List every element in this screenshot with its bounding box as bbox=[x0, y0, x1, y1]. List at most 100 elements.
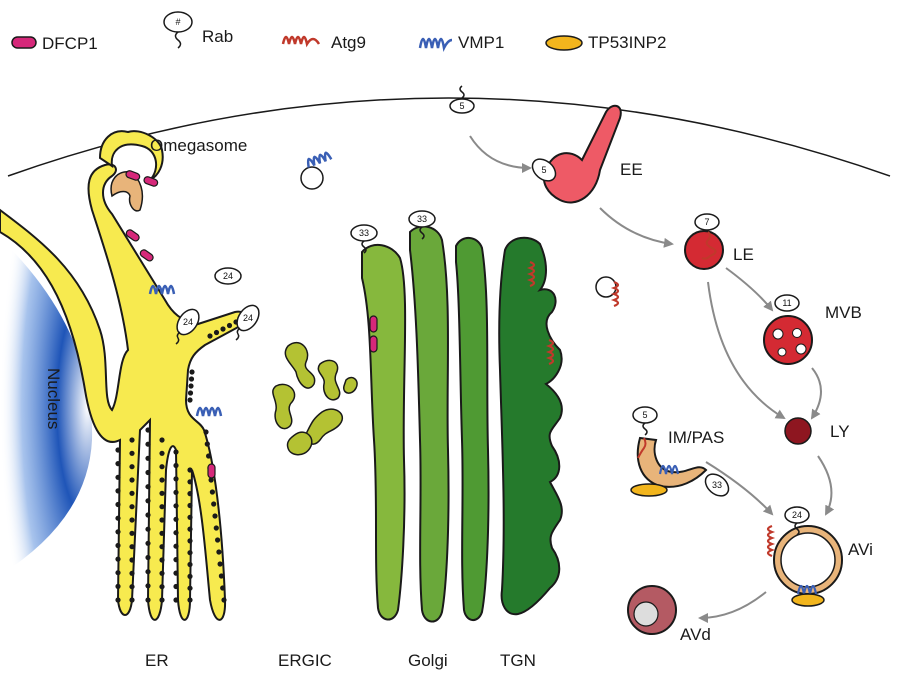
arrow-le-to-mvb bbox=[726, 268, 772, 310]
ribosome-dot bbox=[188, 383, 193, 388]
ribosome-dot bbox=[159, 597, 164, 602]
label-le: LE bbox=[733, 245, 754, 264]
ribosome-dot bbox=[173, 530, 178, 535]
ribosome-dot bbox=[220, 326, 225, 331]
ribosome-dot bbox=[129, 451, 134, 456]
ribosome-dot bbox=[173, 584, 178, 589]
legend-label-atg9: Atg9 bbox=[331, 33, 366, 52]
ribosome-dot bbox=[115, 529, 120, 534]
ribosome-dot bbox=[187, 574, 192, 579]
label-golgi: Golgi bbox=[408, 651, 448, 670]
ribosome-dot bbox=[214, 330, 219, 335]
arrow-pm-to-ee bbox=[470, 136, 530, 168]
label-mvb: MVB bbox=[825, 303, 862, 322]
ribosome-dot bbox=[189, 369, 194, 374]
ribosome-dot bbox=[173, 463, 178, 468]
arrow-ee-to-le bbox=[600, 208, 672, 244]
ly bbox=[785, 418, 811, 444]
rab-icon: # bbox=[164, 12, 192, 48]
ribosome-dot bbox=[129, 544, 134, 549]
ribosome-dot bbox=[220, 585, 225, 590]
ribosome-dot bbox=[159, 451, 164, 456]
label-ergic: ERGIC bbox=[278, 651, 332, 670]
le: 7 bbox=[685, 214, 723, 269]
label-tgn: TGN bbox=[500, 651, 536, 670]
ribosome-dot bbox=[187, 479, 192, 484]
ribosome-dot bbox=[159, 544, 164, 549]
ribosome-dot bbox=[115, 597, 120, 602]
legend: DFCP1 # Rab Atg9 VMP1 TP53INP2 bbox=[12, 12, 666, 53]
rab-ee-number: 5 bbox=[541, 165, 546, 175]
ribosome-dot bbox=[115, 447, 120, 452]
label-im-pas: IM/PAS bbox=[668, 428, 724, 447]
legend-item-atg9: Atg9 bbox=[283, 33, 366, 52]
ribosome-dot bbox=[187, 503, 192, 508]
ribosome-dot bbox=[115, 475, 120, 480]
ribosome-dot bbox=[159, 584, 164, 589]
ribosome-dot bbox=[187, 538, 192, 543]
rab-er-free-number: 24 bbox=[223, 271, 233, 281]
mvb: 11 bbox=[764, 295, 812, 364]
atg9-icon bbox=[283, 37, 319, 44]
ribosome-dot bbox=[145, 442, 150, 447]
ribosome-dot bbox=[173, 449, 178, 454]
arrow-avi-to-avd bbox=[700, 592, 766, 618]
golgi-cisterna-2 bbox=[410, 226, 449, 621]
rab-mvb-number: 11 bbox=[782, 298, 791, 308]
ribosome-dot bbox=[129, 571, 134, 576]
label-avi: AVi bbox=[848, 540, 873, 559]
ribosome-dot bbox=[129, 504, 134, 509]
ribosome-dot bbox=[115, 570, 120, 575]
ribosome-dot bbox=[187, 397, 192, 402]
label-er: ER bbox=[145, 651, 169, 670]
rab-pm: 5 bbox=[450, 86, 474, 113]
legend-label-vmp1: VMP1 bbox=[458, 33, 504, 52]
ribosome-dot bbox=[145, 527, 150, 532]
ribosome-dot bbox=[129, 557, 134, 562]
ribosome-dot bbox=[159, 464, 164, 469]
label-avd: AVd bbox=[680, 625, 711, 644]
ergic bbox=[273, 343, 357, 455]
ribosome-dot bbox=[218, 561, 223, 566]
ribosome-dot bbox=[145, 555, 150, 560]
ribosome-dot bbox=[159, 477, 164, 482]
rab-er-b: 24 bbox=[233, 301, 264, 340]
ribosome-dot bbox=[203, 429, 208, 434]
ribosome-dot bbox=[159, 504, 164, 509]
ribosome-dot bbox=[173, 571, 178, 576]
legend-item-tp53inp2: TP53INP2 bbox=[546, 33, 666, 52]
rab-icon-symbol: # bbox=[175, 17, 180, 27]
ribosome-dot bbox=[215, 537, 220, 542]
legend-item-vmp1: VMP1 bbox=[420, 33, 504, 52]
ribosome-dot bbox=[189, 376, 194, 381]
ribosome-dot bbox=[159, 571, 164, 576]
rab-er-free: 24 bbox=[215, 268, 241, 284]
label-ly: LY bbox=[830, 422, 850, 441]
ribosome-dot bbox=[129, 477, 134, 482]
ribosome-dot bbox=[187, 586, 192, 591]
label-omegasome: Omegasome bbox=[150, 136, 247, 155]
ribosome-dot bbox=[210, 489, 215, 494]
ribosome-dot bbox=[187, 515, 192, 520]
ribosome-dot bbox=[187, 550, 192, 555]
ribosome-dot bbox=[173, 490, 178, 495]
ribosome-dot bbox=[205, 441, 210, 446]
ribosome-dot bbox=[227, 323, 232, 328]
golgi: 33 33 bbox=[351, 211, 489, 622]
rab-golgi-b-number: 33 bbox=[417, 214, 427, 224]
golgi-cisterna-1 bbox=[362, 245, 405, 620]
ee: 5 bbox=[528, 106, 621, 203]
dfcp1-marker-golgi-b bbox=[370, 336, 377, 352]
rab-er-a-number: 24 bbox=[183, 317, 193, 327]
vmp1-marker-er-b bbox=[197, 408, 221, 416]
rab-im-a-number: 5 bbox=[642, 410, 647, 420]
ribosome-dot bbox=[145, 569, 150, 574]
rab-er-b-number: 24 bbox=[243, 313, 253, 323]
ribosome-dot bbox=[173, 597, 178, 602]
ribosome-dot bbox=[173, 557, 178, 562]
avi: 24 bbox=[768, 507, 842, 606]
ribosome-dot bbox=[115, 516, 120, 521]
ribosome-dot bbox=[115, 502, 120, 507]
vmp1-icon bbox=[420, 39, 452, 48]
